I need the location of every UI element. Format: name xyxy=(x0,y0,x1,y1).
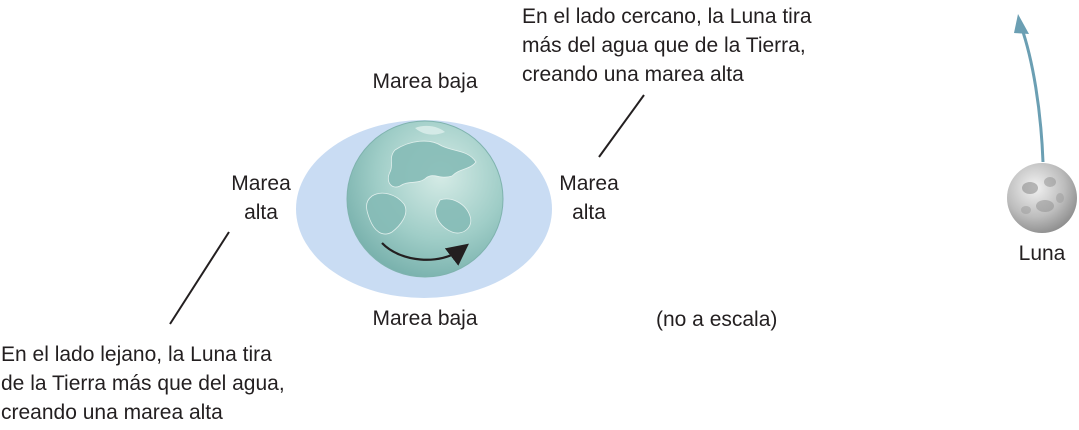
near-side-caption: En el lado cercano, la Luna tira más del… xyxy=(522,2,812,89)
far-side-caption: En el lado lejano, la Luna tira de la Ti… xyxy=(1,340,285,427)
far-side-pointer-line xyxy=(169,231,230,325)
high-tide-left-line2: alta xyxy=(244,201,278,224)
high-tide-right-line1: Marea xyxy=(559,172,619,195)
orbit-arrow-icon xyxy=(1019,25,1045,163)
high-tide-right-label: Marea alta xyxy=(544,169,634,227)
near-side-caption-line3: creando una marea alta xyxy=(522,63,744,86)
near-side-pointer-line xyxy=(598,94,645,158)
earth-globe-icon xyxy=(346,120,504,278)
far-side-caption-line3: creando una marea alta xyxy=(1,401,223,424)
orbit-arrowhead xyxy=(1014,14,1029,34)
high-tide-left-line1: Marea xyxy=(231,172,291,195)
moon-icon xyxy=(1007,163,1077,233)
moon-label: Luna xyxy=(1018,242,1066,265)
near-side-caption-line2: más del agua que de la Tierra, xyxy=(522,34,806,57)
far-side-caption-line1: En el lado lejano, la Luna tira xyxy=(1,343,272,366)
low-tide-top-label: Marea baja xyxy=(372,70,478,93)
rotation-arrow-icon xyxy=(381,242,469,266)
far-side-caption-line2: de la Tierra más que del agua, xyxy=(1,372,285,395)
high-tide-left-label: Marea alta xyxy=(216,169,306,227)
high-tide-right-line2: alta xyxy=(572,201,606,224)
low-tide-bottom-label: Marea baja xyxy=(372,307,478,330)
scale-note: (no a escala) xyxy=(656,308,778,331)
near-side-caption-line1: En el lado cercano, la Luna tira xyxy=(522,5,812,28)
